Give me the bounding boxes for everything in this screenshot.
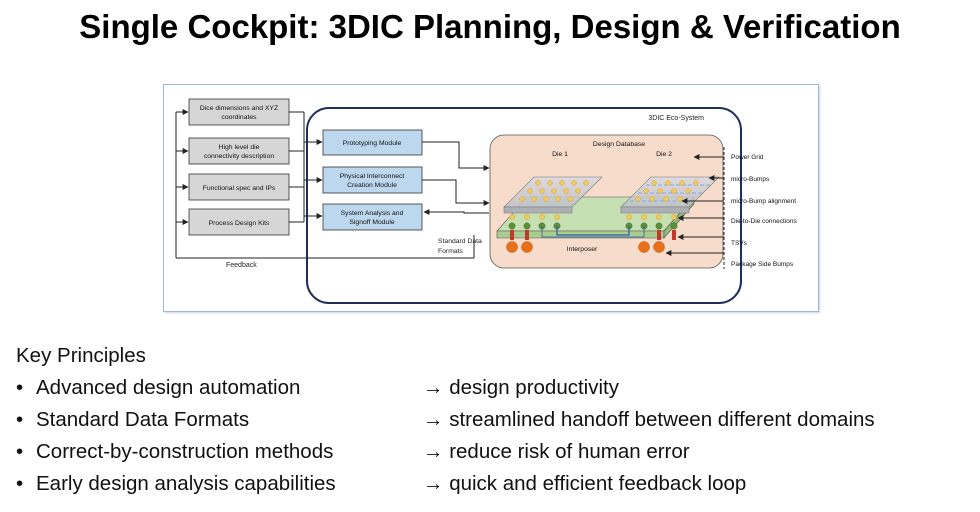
- design-database-label: Design Database: [593, 141, 645, 148]
- callout-micro-bump-alignment: micro-Bump alignment: [731, 198, 796, 205]
- die1-label: Die 1: [552, 151, 568, 158]
- principle-row: • Advanced design automation → design pr…: [16, 376, 619, 408]
- module-prototyping: Prototyping Module: [322, 129, 423, 156]
- bullet: •: [16, 440, 24, 463]
- principle-text: Standard Data Formats: [36, 408, 250, 431]
- callout-package-side-bumps: Package Side Bumps: [731, 261, 794, 268]
- module-label: System Analysis and: [341, 210, 404, 217]
- module-label: Signoff Module: [349, 219, 394, 226]
- design-database: Design Database Interposer Die 1 Die 2: [489, 134, 724, 269]
- principle-row: • Early design analysis capabilities → q…: [16, 472, 746, 504]
- input-label: Dice dimensions and XYZ: [200, 105, 278, 112]
- callout-tsvs: TSVs: [731, 240, 748, 247]
- outcome-text: streamlined handoff between different do…: [449, 408, 875, 431]
- input-box-dice-dimensions: Dice dimensions and XYZ coordinates: [176, 98, 290, 126]
- module-label: Creation Module: [347, 182, 397, 189]
- principle-outcome: → design productivity: [423, 376, 619, 400]
- module-label: Prototyping Module: [343, 140, 402, 147]
- principle-row: • Standard Data Formats → streamlined ha…: [16, 408, 875, 440]
- interposer-label: Interposer: [567, 246, 598, 253]
- 3dic-diagram: 3DIC Eco-System Feedback Dice dimensions…: [163, 84, 819, 312]
- principle-outcome: → reduce risk of human error: [423, 440, 690, 464]
- principle-text: Correct-by-construction methods: [36, 440, 334, 463]
- principle-row: • Correct-by-construction methods → redu…: [16, 440, 690, 472]
- module-system-analysis: System Analysis and Signoff Module: [322, 203, 423, 231]
- die2-label: Die 2: [656, 151, 672, 158]
- outcome-text: reduce risk of human error: [449, 440, 690, 463]
- input-box-functional-spec: Functional spec and IPs: [176, 173, 290, 201]
- feedback-label: Feedback: [226, 262, 257, 269]
- module-physical-interconnect: Physical Interconnect Creation Module: [322, 166, 423, 194]
- callout-power-grid: Power Grid: [731, 154, 764, 161]
- input-label: coordinates: [221, 114, 257, 121]
- standard-formats-label: Formats: [438, 248, 464, 255]
- key-principles: Key Principles • Advanced design automat…: [16, 344, 875, 504]
- input-label: connectivity description: [204, 153, 274, 160]
- bullet: •: [16, 472, 24, 495]
- principle-text: Advanced design automation: [36, 376, 301, 399]
- eco-system-container: [306, 107, 742, 304]
- bullet: •: [16, 376, 24, 399]
- standard-formats-label: Standard Data: [438, 238, 482, 245]
- arrow-icon: →: [423, 376, 444, 399]
- outcome-text: quick and efficient feedback loop: [449, 472, 747, 495]
- arrow-icon: →: [423, 408, 444, 431]
- principle-text: Early design analysis capabilities: [36, 472, 336, 495]
- input-label: Functional spec and IPs: [203, 185, 276, 192]
- input-box-process-design-kits: Process Design Kits: [176, 208, 290, 236]
- outcome-text: design productivity: [449, 376, 619, 399]
- slide-title: Single Cockpit: 3DIC Planning, Design & …: [79, 8, 901, 45]
- input-label: High level die: [219, 144, 260, 151]
- eco-system-label: 3DIC Eco-System: [648, 115, 704, 122]
- principle-outcome: → quick and efficient feedback loop: [423, 472, 746, 496]
- principle-outcome: → streamlined handoff between different …: [423, 408, 875, 432]
- input-label: Process Design Kits: [209, 220, 270, 227]
- module-label: Physical Interconnect: [340, 173, 405, 180]
- callout-micro-bumps: micro-Bumps: [731, 176, 770, 183]
- arrow-icon: →: [423, 472, 444, 495]
- callout-die-to-die: Die-to-Die connections: [731, 218, 798, 225]
- bullet: •: [16, 408, 24, 431]
- key-principles-heading: Key Principles: [16, 344, 146, 367]
- arrow-icon: →: [423, 440, 444, 463]
- input-box-die-connectivity: High level die connectivity description: [176, 137, 290, 165]
